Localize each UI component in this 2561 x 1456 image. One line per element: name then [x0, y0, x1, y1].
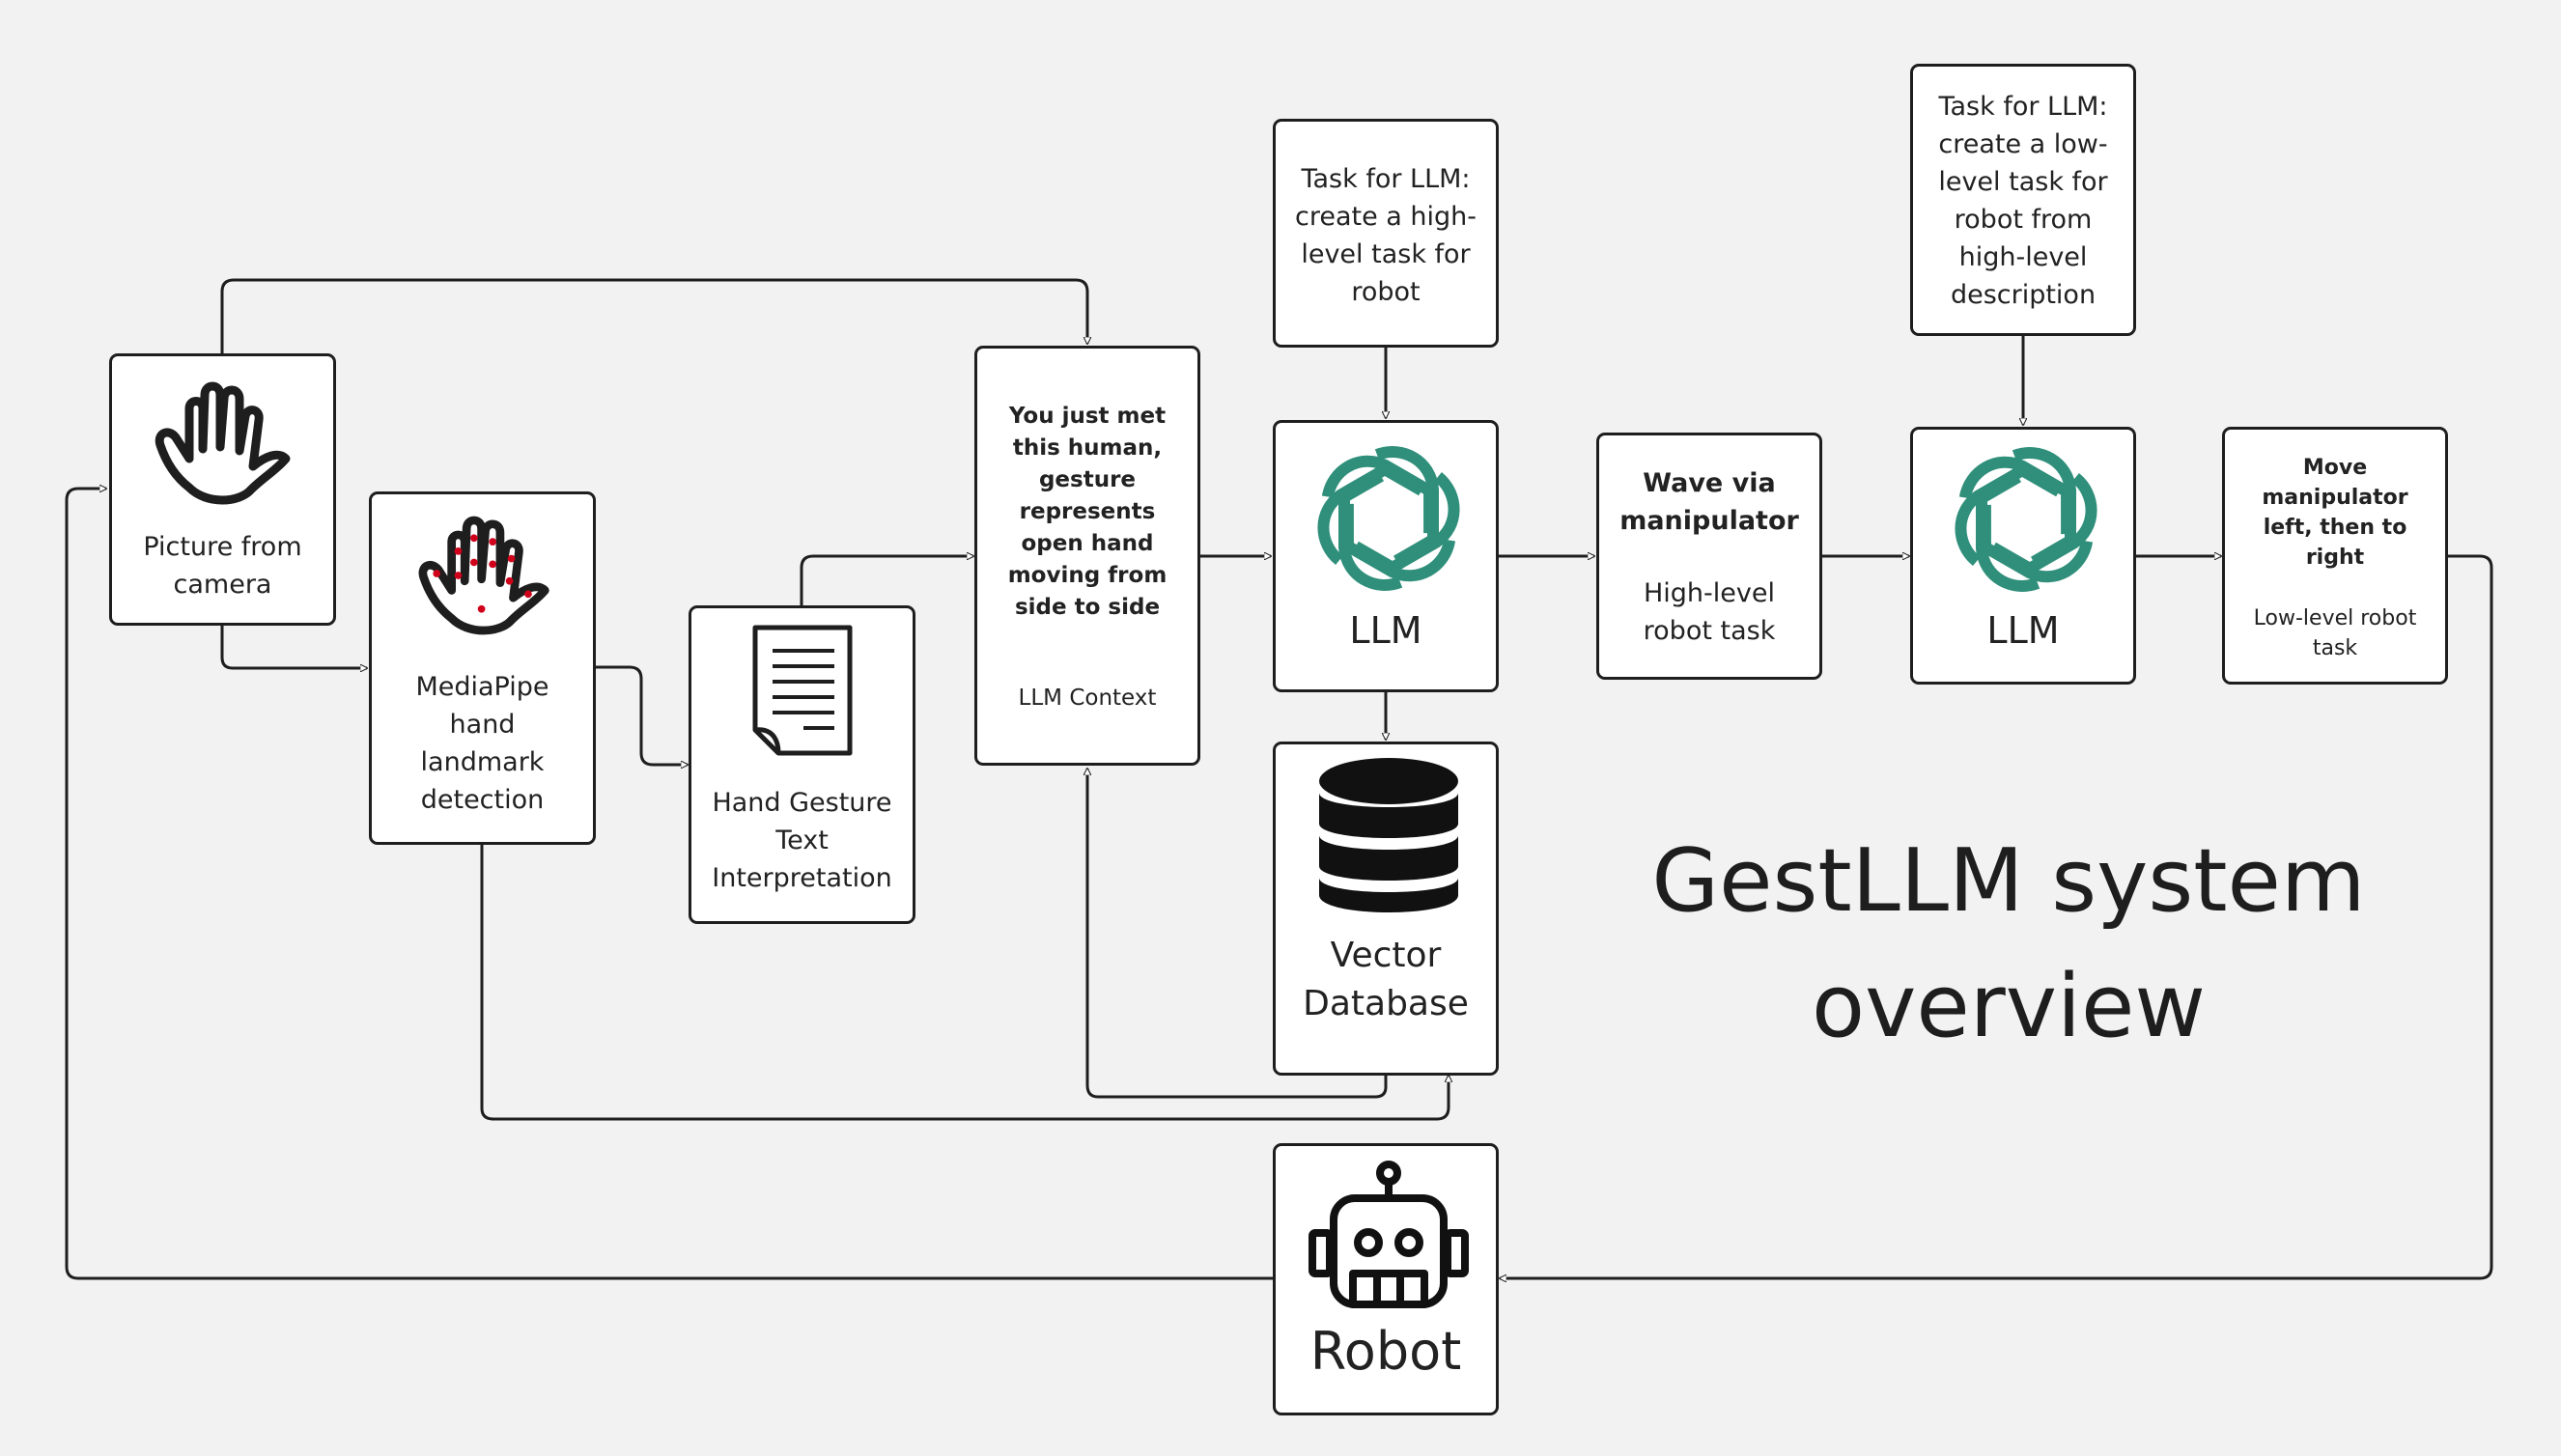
edge-camera-to-context: [220, 278, 1087, 353]
high-task-label: High-level robot task: [1643, 578, 1776, 646]
low-task-label: Low-level robot task: [2253, 606, 2417, 660]
edge-mediapipe-to-vectordb: [480, 843, 1449, 1121]
database-icon: [1319, 758, 1458, 912]
task-high-node[interactable]: Task for LLM: create a high- level task …: [1273, 119, 1499, 348]
gesture-text-label: Hand Gesture Text Interpretation: [712, 788, 892, 893]
robot-label: Robot: [1309, 1321, 1462, 1382]
hand-icon: [155, 381, 291, 505]
llm-context-node[interactable]: You just met this human, gesture represe…: [974, 346, 1200, 766]
task-low-node[interactable]: Task for LLM: create a low- level task f…: [1910, 64, 2136, 336]
high-task-node[interactable]: Wave via manipulator High-level robot ta…: [1596, 433, 1822, 680]
low-task-title: Move manipulator left, then to right: [2262, 456, 2408, 570]
openai-logo-icon: [1955, 447, 2097, 592]
vector-db-node[interactable]: Vector Database: [1273, 742, 1499, 1076]
task-low-label: Task for LLM: create a low- level task f…: [1938, 92, 2108, 310]
vector-db-label: Vector Database: [1303, 936, 1469, 1023]
llm-context-label: LLM Context: [1018, 686, 1157, 711]
llm-2-label: LLM: [1986, 609, 2060, 652]
edge-lowtask-to-robot: [1500, 554, 2493, 1278]
edge-mediapipe-to-gesture: [595, 665, 688, 765]
edge-camera-to-mediapipe: [220, 624, 367, 668]
hand-landmarks-icon: [418, 516, 549, 635]
openai-logo-icon: [1317, 446, 1460, 591]
llm-2-node[interactable]: LLM: [1910, 427, 2136, 685]
llm-context-prompt: You just met this human, gesture represe…: [1007, 404, 1168, 620]
task-high-label: Task for LLM: create a high- level task …: [1294, 164, 1478, 307]
diagram-title: GestLLM system overview: [1651, 830, 2366, 1057]
gesture-text-node[interactable]: Hand Gesture Text Interpretation: [689, 605, 915, 924]
camera-label: Picture from camera: [143, 532, 302, 600]
document-icon: [752, 625, 853, 756]
robot-node[interactable]: Robot: [1273, 1143, 1499, 1415]
edge-vectordb-to-context: [1087, 769, 1388, 1099]
robot-icon: [1309, 1161, 1469, 1308]
camera-node[interactable]: Picture from camera: [109, 353, 336, 626]
high-task-title: Wave via manipulator: [1619, 468, 1799, 536]
edge-robot-to-camera: [65, 489, 1273, 1280]
mediapipe-node[interactable]: MediaPipe hand landmark detection: [369, 491, 596, 845]
llm-1-node[interactable]: LLM: [1273, 420, 1499, 692]
edge-gesture-to-context: [800, 556, 973, 605]
low-task-node[interactable]: Move manipulator left, then to right Low…: [2222, 427, 2448, 685]
mediapipe-label: MediaPipe hand landmark detection: [415, 672, 549, 815]
llm-1-label: LLM: [1349, 609, 1422, 652]
